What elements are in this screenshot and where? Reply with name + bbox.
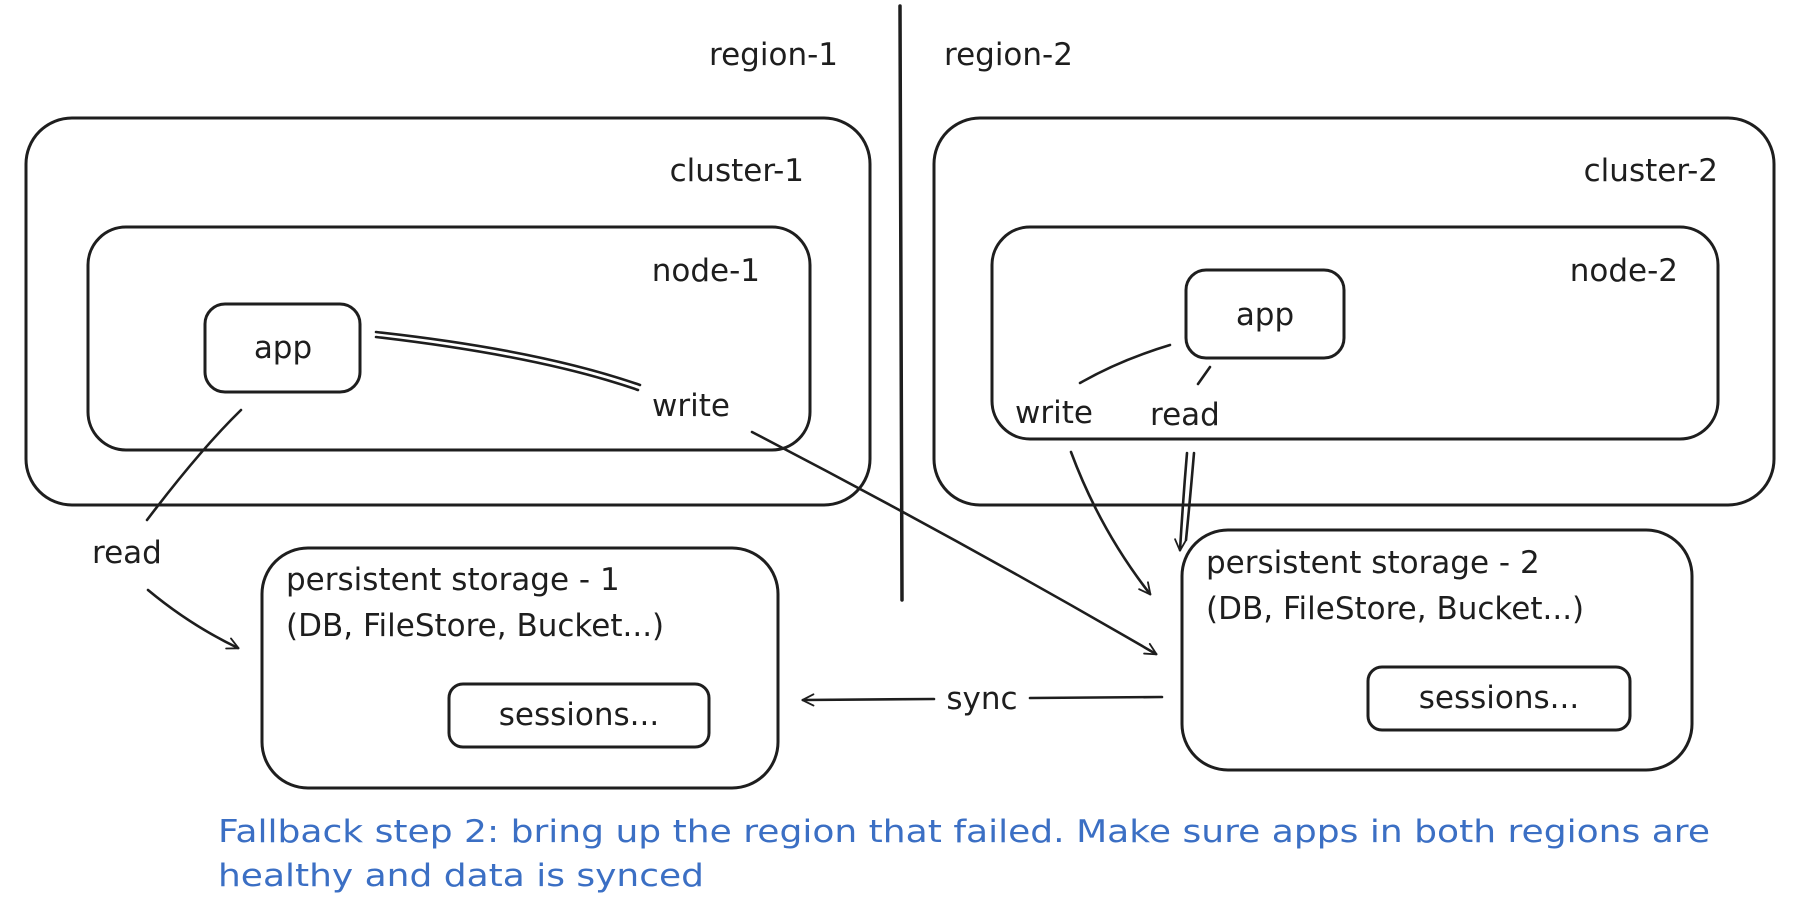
edge-right-write-arrow bbox=[1069, 450, 1152, 596]
storage-1-title: persistent storage - 1 bbox=[286, 562, 620, 598]
node-2-box bbox=[990, 225, 1720, 441]
edge-right-read-upper bbox=[1196, 365, 1212, 386]
edge-sync-right bbox=[1028, 695, 1164, 700]
storage-1-box bbox=[260, 546, 780, 790]
cluster-1-box bbox=[24, 116, 872, 507]
edge-right-read-arrow-double bbox=[1184, 451, 1196, 542]
app-2-label: app bbox=[1236, 297, 1294, 333]
node-1-box bbox=[86, 225, 812, 452]
sessions-1-label: sessions... bbox=[499, 697, 659, 733]
edge-right-read-label: read bbox=[1150, 397, 1220, 433]
node-1-label: node-1 bbox=[652, 253, 760, 289]
app-2-box bbox=[1184, 268, 1346, 360]
edge-sync-label: sync bbox=[946, 681, 1017, 717]
caption-line-2: healthy and data is synced bbox=[218, 858, 704, 894]
app-1-label: app bbox=[254, 330, 312, 366]
edge-left-read-arrow bbox=[146, 588, 240, 650]
edge-left-write-arrow bbox=[750, 430, 1158, 656]
storage-1-subtitle: (DB, FileStore, Bucket...) bbox=[286, 608, 664, 644]
edge-right-write-label: write bbox=[1015, 395, 1093, 431]
edge-left-write-upper-double bbox=[374, 335, 640, 392]
edge-left-write-label: write bbox=[652, 388, 730, 424]
node-2-label: node-2 bbox=[1570, 253, 1678, 289]
sessions-2-box bbox=[1366, 665, 1632, 732]
region-2-label: region-2 bbox=[944, 37, 1073, 73]
edge-sync-arrow bbox=[801, 693, 936, 707]
edge-right-read-arrow bbox=[1174, 451, 1189, 552]
region-divider bbox=[898, 4, 904, 602]
cluster-2-box bbox=[932, 116, 1776, 507]
sessions-2-label: sessions... bbox=[1419, 680, 1579, 716]
caption-line-1: Fallback step 2: bring up the region tha… bbox=[218, 814, 1710, 850]
storage-2-subtitle: (DB, FileStore, Bucket...) bbox=[1206, 591, 1584, 627]
edge-left-write-upper bbox=[374, 330, 642, 387]
edge-left-read-label: read bbox=[92, 535, 162, 571]
storage-2-title: persistent storage - 2 bbox=[1206, 545, 1540, 581]
storage-2-box bbox=[1180, 528, 1694, 772]
cluster-1-label: cluster-1 bbox=[670, 153, 804, 189]
edge-left-read-upper bbox=[145, 408, 243, 522]
app-1-box bbox=[203, 302, 362, 394]
sessions-1-box bbox=[447, 682, 711, 749]
cluster-2-label: cluster-2 bbox=[1584, 153, 1718, 189]
edge-right-write-upper bbox=[1078, 343, 1172, 385]
region-1-label: region-1 bbox=[709, 37, 838, 73]
